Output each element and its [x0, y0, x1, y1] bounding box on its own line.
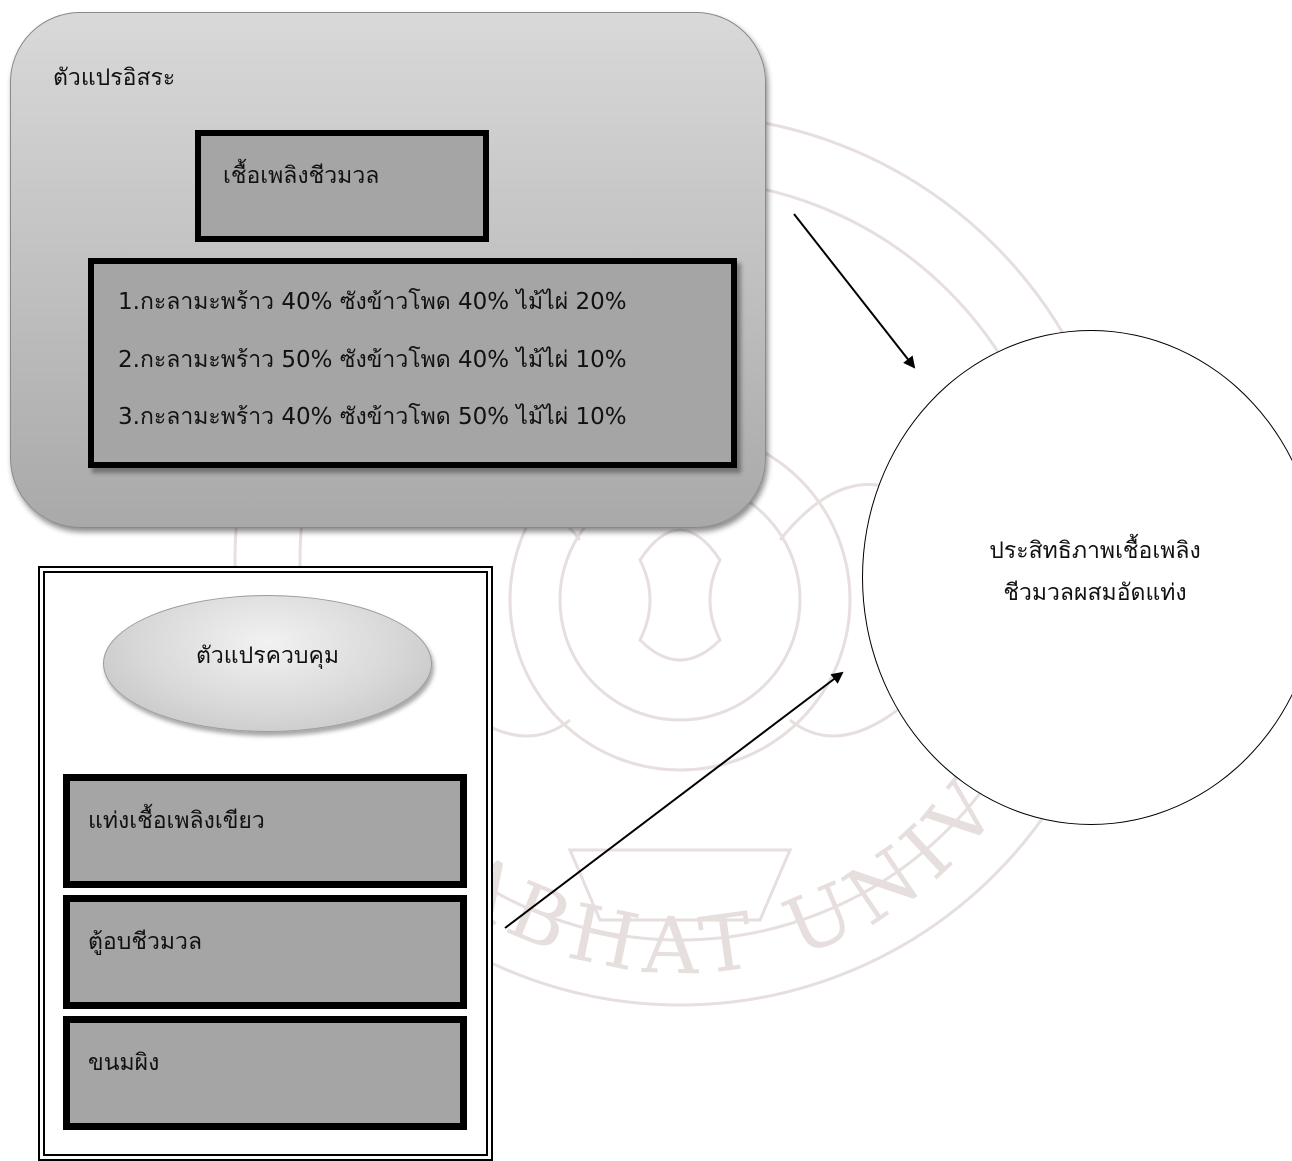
- control-item-green-fuel-rod: แท่งเชื้อเพลิงเขียว: [63, 774, 467, 888]
- mixture-ratio-2: 2.กะลามะพร้าว 50% ซังข้าวโพด 40% ไม้ไผ่ …: [118, 347, 627, 373]
- control-item-khanom-phing: ขนมผิง: [63, 1016, 467, 1130]
- dependent-variable-line-2: ชีวมวลผสมอัดแท่ง: [1003, 580, 1187, 606]
- biomass-fuel-box: เชื้อเพลิงชีวมวล: [195, 130, 489, 242]
- independent-variable-title: ตัวแปรอิสระ: [53, 65, 176, 91]
- arrow-independent-to-dependent: [793, 213, 916, 369]
- control-item-label: ขนมผิง: [88, 1050, 160, 1076]
- mixture-ratio-box: 1.กะลามะพร้าว 40% ซังข้าวโพด 40% ไม้ไผ่ …: [88, 258, 737, 468]
- dependent-variable-ellipse: [862, 330, 1292, 825]
- control-item-label: แท่งเชื้อเพลิงเขียว: [88, 808, 265, 834]
- mixture-ratio-3: 3.กะลามะพร้าว 40% ซังข้าวโพด 50% ไม้ไผ่ …: [118, 404, 627, 430]
- control-item-label: ตู้อบชีวมวล: [88, 929, 203, 955]
- dependent-variable-line-1: ประสิทธิภาพเชื้อเพลิง: [989, 538, 1201, 564]
- arrow-control-to-dependent: [504, 671, 844, 929]
- control-variable-title: ตัวแปรควบคุม: [195, 643, 340, 669]
- control-variable-ellipse: ตัวแปรควบคุม: [103, 595, 432, 732]
- biomass-fuel-label: เชื้อเพลิงชีวมวล: [223, 163, 380, 189]
- dependent-variable-label: ประสิทธิภาพเชื้อเพลิง ชีวมวลผสมอัดแท่ง: [915, 530, 1275, 614]
- control-item-biomass-oven: ตู้อบชีวมวล: [63, 895, 467, 1009]
- mixture-ratio-1: 1.กะลามะพร้าว 40% ซังข้าวโพด 40% ไม้ไผ่ …: [118, 289, 627, 315]
